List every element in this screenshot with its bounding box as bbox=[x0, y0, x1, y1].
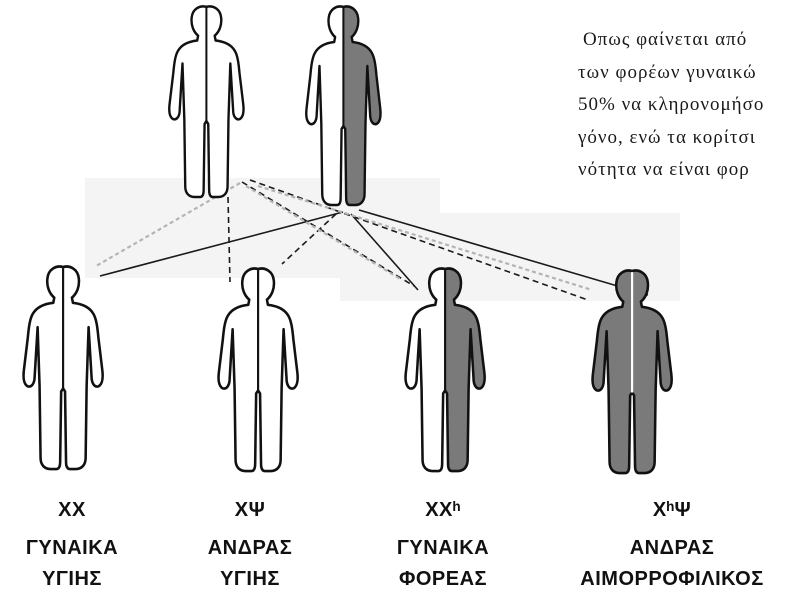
mother-figure bbox=[306, 6, 380, 205]
child-sex-label: ΑΝΔΡΑΣ bbox=[564, 535, 780, 561]
child-status-label: ΦΟΡΕΑΣ bbox=[373, 566, 513, 592]
child-figure-healthy-daughter bbox=[24, 267, 103, 469]
child-sex-label: ΓΥΝΑΙΚΑ bbox=[373, 535, 513, 561]
intro-text-line: νότητα να είναι φορ bbox=[578, 154, 788, 187]
child-status-label: ΥΓΙΗΣ bbox=[12, 566, 132, 592]
child-genotype-label: ΧʰΨ bbox=[564, 497, 780, 523]
intro-paragraph: Οπως φαίνεται από των φορέων γυναικώ 50%… bbox=[578, 24, 788, 189]
child-status-label: ΥΓΙΗΣ bbox=[190, 566, 310, 592]
father-figure bbox=[169, 6, 243, 197]
child-sex-label: ΑΝΔΡΑΣ bbox=[190, 535, 310, 561]
child-status-label: ΑΙΜΟΡΡΟΦΙΛΙΚΟΣ bbox=[564, 566, 780, 592]
child-genotype-label: ΧΧʰ bbox=[373, 497, 513, 523]
child-figure-healthy-son bbox=[219, 269, 298, 471]
child-sex-label: ΓΥΝΑΙΚΑ bbox=[12, 535, 132, 561]
child-genotype-label: ΧΨ bbox=[190, 497, 310, 523]
intro-text-line: Οπως φαίνεται από bbox=[578, 24, 788, 57]
intro-text-line: των φορέων γυναικώ bbox=[578, 57, 788, 90]
child-genotype-label: ΧΧ bbox=[12, 497, 132, 523]
intro-text-line: 50% να κληρονομήσο bbox=[578, 89, 788, 122]
intro-text-line: γόνο, ενώ τα κορίτσι bbox=[578, 122, 788, 155]
